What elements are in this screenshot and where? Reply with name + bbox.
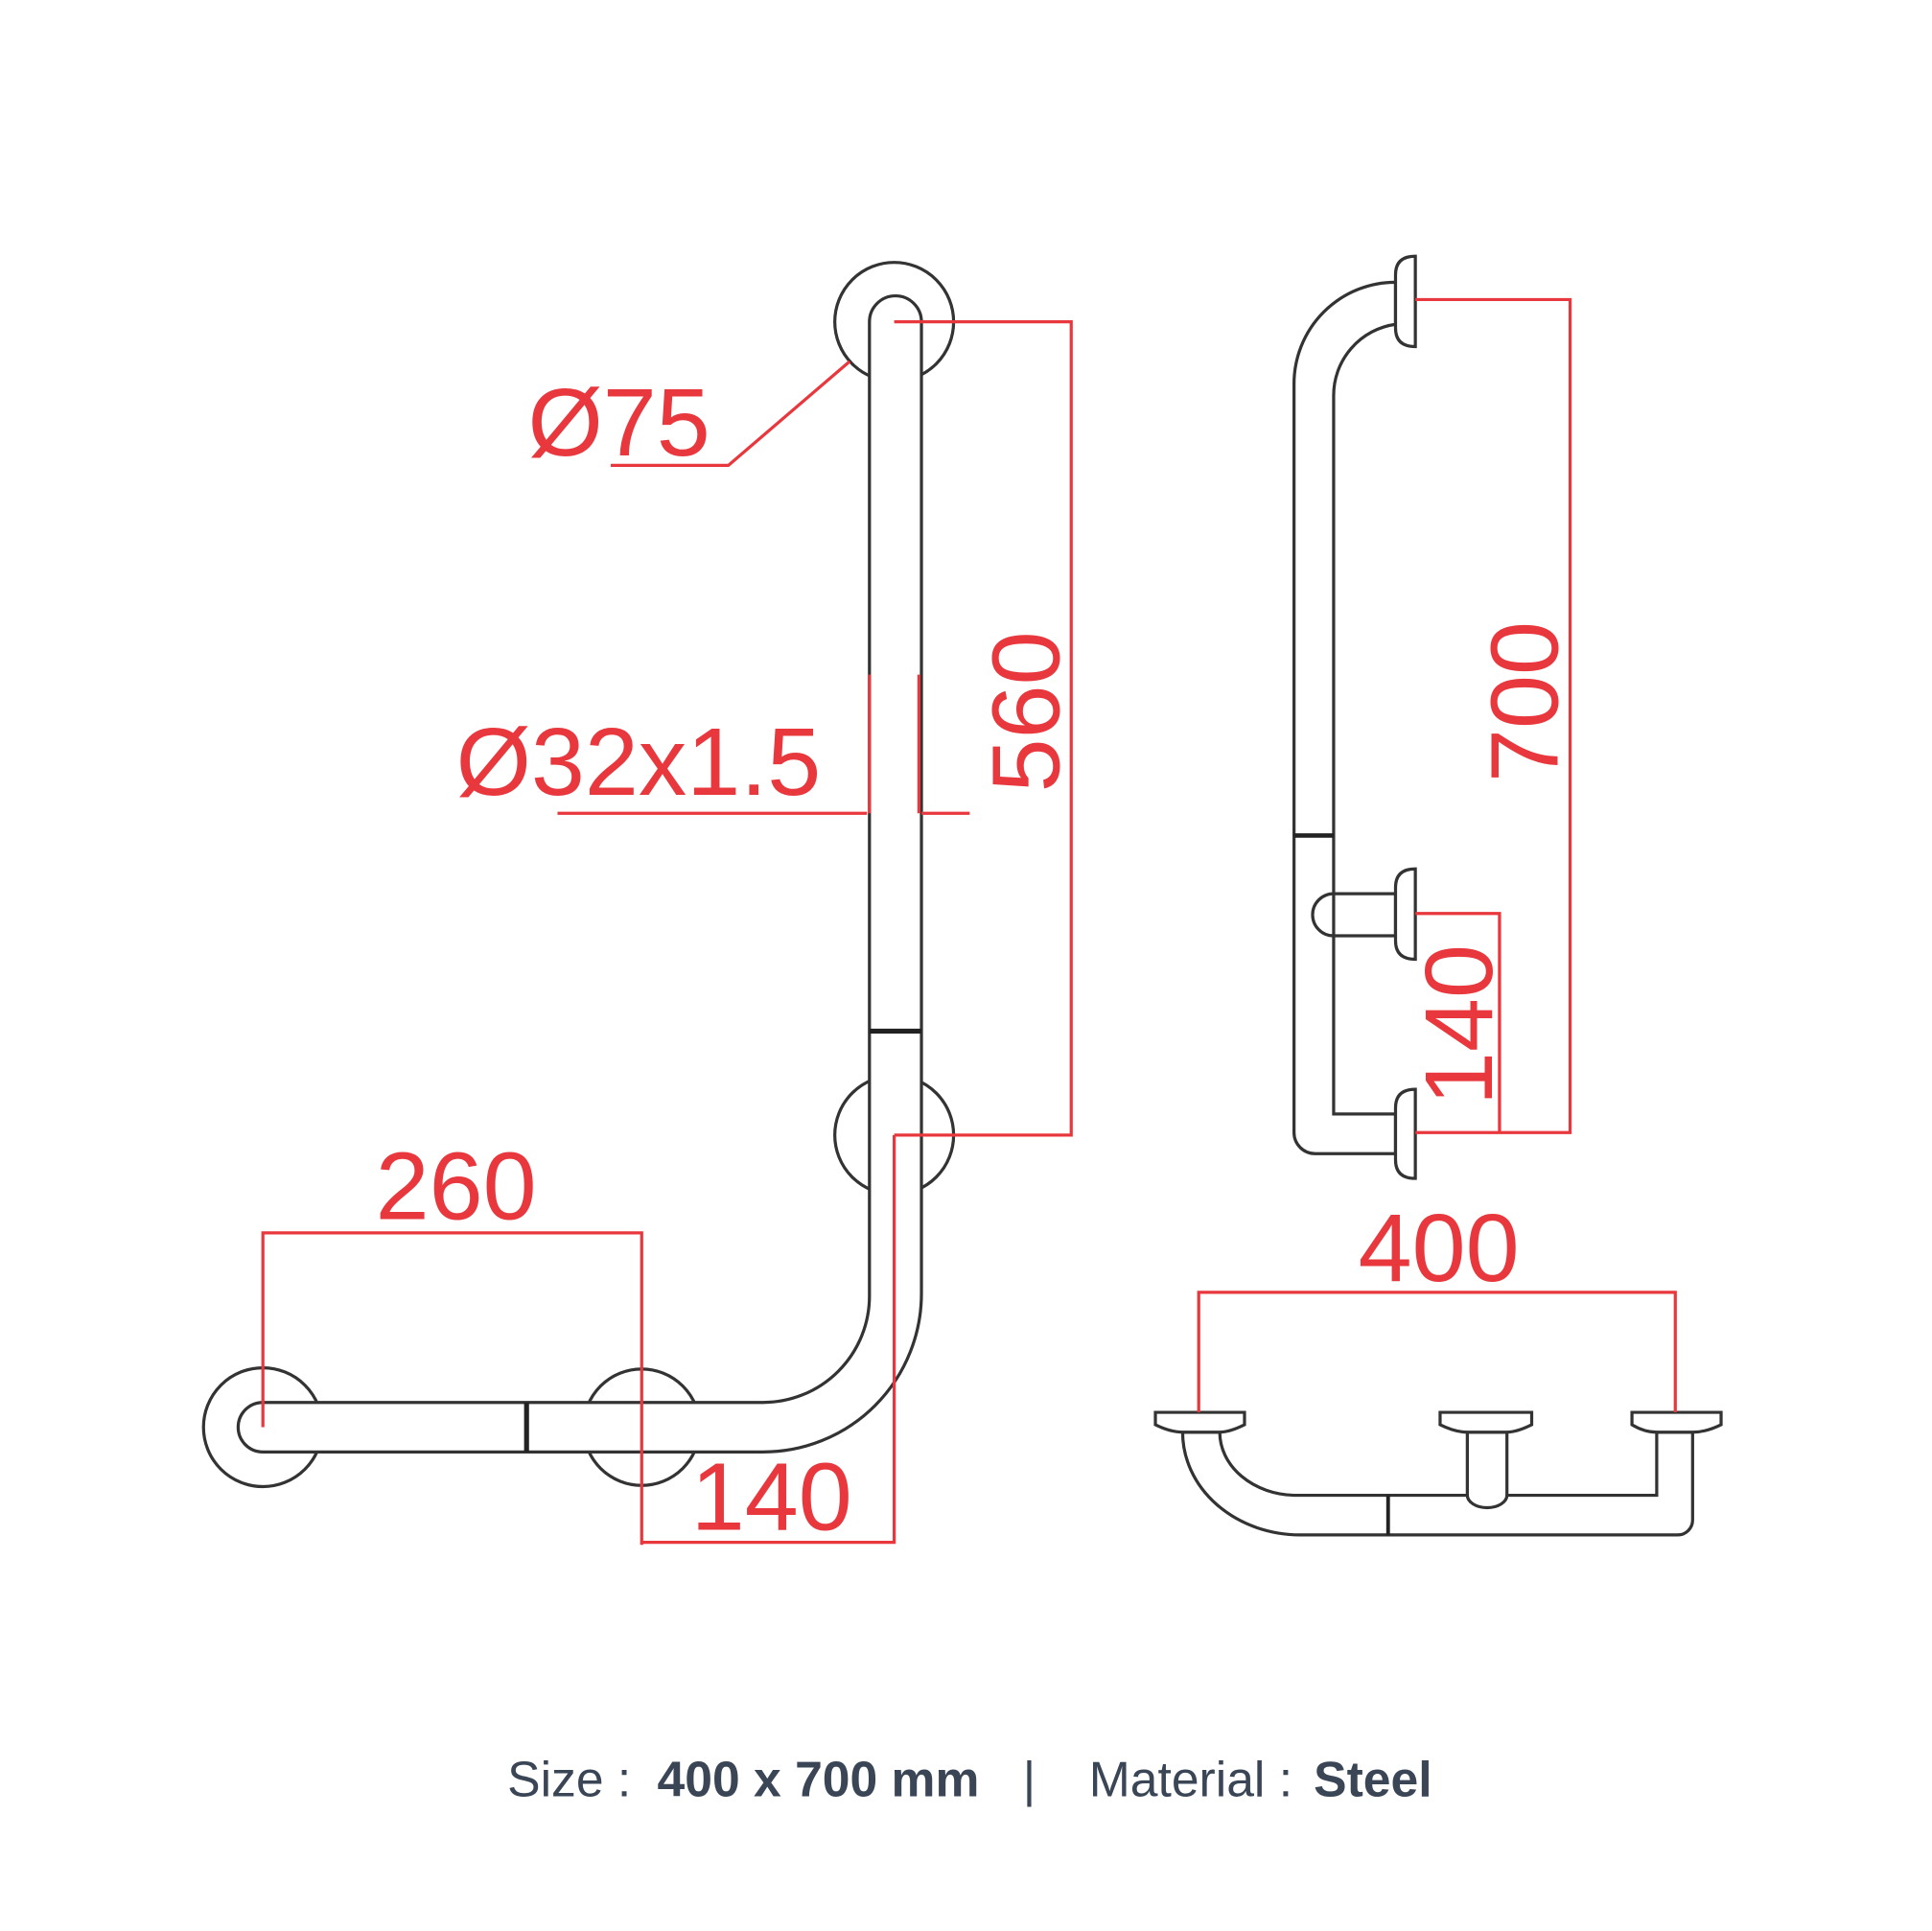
bracket-spacing-label: 140 bbox=[1406, 944, 1513, 1105]
separator: | bbox=[1023, 1751, 1036, 1806]
middle-flange-top bbox=[1438, 1410, 1534, 1434]
side-tube bbox=[1292, 280, 1398, 1155]
dimension-line-400 bbox=[1197, 1291, 1677, 1413]
flange-diameter-label: Ø75 bbox=[527, 369, 710, 477]
left-flange-top bbox=[1153, 1410, 1246, 1434]
top-view bbox=[1153, 1410, 1723, 1537]
dimension-line-560 bbox=[894, 320, 1073, 1137]
dimension-line-140 bbox=[641, 1134, 896, 1545]
dimension-line-700 bbox=[1415, 297, 1572, 1134]
spec-footer: Size : 400 x 700 mm | Material : Steel bbox=[507, 1751, 1432, 1806]
front-dimensions: Ø75 Ø32x1.5 560 260 140 bbox=[261, 320, 1080, 1551]
dimension-line-260 bbox=[261, 1231, 643, 1546]
middle-wall-flange bbox=[1393, 867, 1417, 962]
size-label: Size : bbox=[507, 1751, 631, 1806]
top-dimensions: 400 bbox=[1197, 1195, 1677, 1413]
horizontal-length-label: 260 bbox=[376, 1133, 537, 1241]
overall-width-label: 400 bbox=[1359, 1195, 1520, 1302]
dimension-line-140-side bbox=[1415, 912, 1501, 1133]
flange-leader-line bbox=[610, 360, 851, 468]
bottom-wall-flange bbox=[1393, 1087, 1417, 1180]
top-wall-flange bbox=[1393, 254, 1417, 349]
right-flange-top bbox=[1630, 1410, 1723, 1434]
side-dimensions: 700 140 bbox=[1406, 297, 1579, 1134]
tube-spec-label: Ø32x1.5 bbox=[456, 709, 822, 816]
size-value: 400 x 700 mm bbox=[658, 1751, 980, 1806]
side-view bbox=[1292, 254, 1417, 1180]
overall-height-label: 700 bbox=[1472, 621, 1579, 782]
vertical-length-label: 560 bbox=[972, 631, 1080, 792]
middle-post bbox=[1465, 1431, 1509, 1510]
offset-label: 140 bbox=[691, 1444, 852, 1551]
material-label: Material : bbox=[1089, 1751, 1292, 1806]
material-value: Steel bbox=[1314, 1751, 1432, 1806]
middle-bracket-post bbox=[1311, 892, 1398, 938]
l-shaped-tube bbox=[236, 293, 923, 1454]
top-view-tube bbox=[1180, 1431, 1694, 1537]
